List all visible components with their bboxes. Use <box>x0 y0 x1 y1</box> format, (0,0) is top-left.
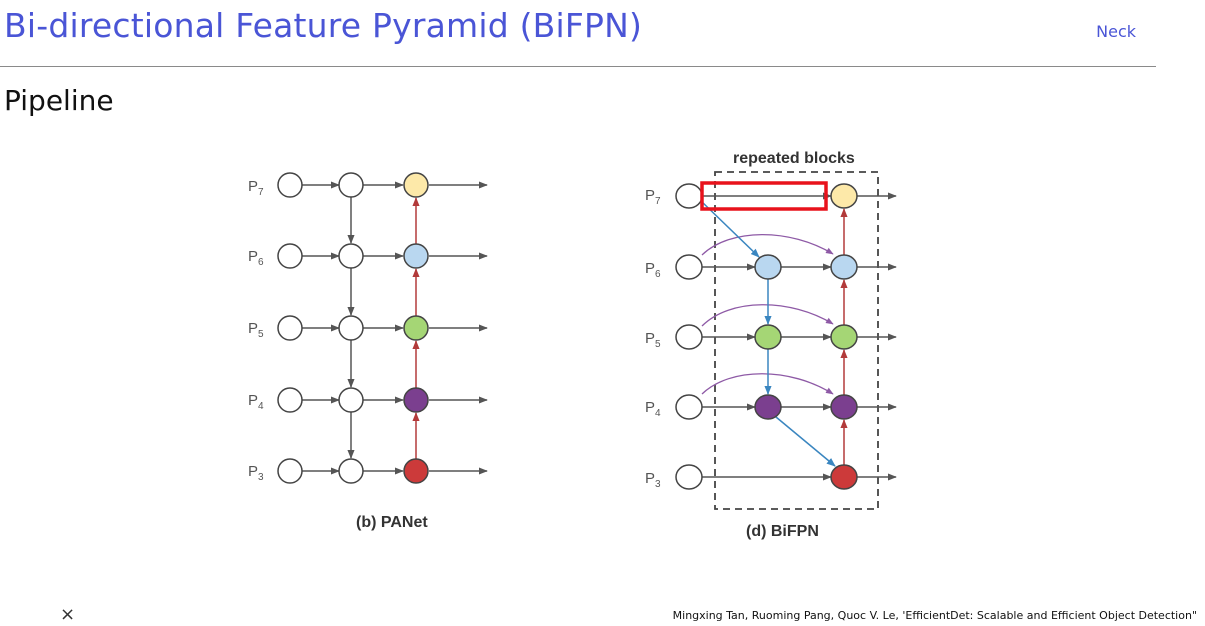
bifpn-top-down-arrow <box>775 416 836 467</box>
bifpn-skip-arrow <box>701 234 834 256</box>
bifpn-intermediate-node-p5 <box>754 324 782 350</box>
bifpn-input-node <box>675 464 703 490</box>
header-divider <box>0 66 1156 67</box>
bifpn-caption: (d) BiFPN <box>746 523 819 540</box>
panet-output-node-p4 <box>403 387 429 413</box>
close-icon[interactable]: × <box>60 604 76 625</box>
bifpn-input-node <box>675 183 703 209</box>
bifpn-input-node <box>675 394 703 420</box>
page-title: Bi-directional Feature Pyramid (BiFPN) <box>4 6 643 45</box>
bifpn-intermediate-node-p4 <box>754 394 782 420</box>
bifpn-output-node-p5 <box>830 324 858 350</box>
panet-input-node <box>277 243 303 269</box>
bifpn-output-node-p3 <box>830 464 858 490</box>
bifpn-input-node <box>675 324 703 350</box>
repeated-blocks-label: repeated blocks <box>733 150 855 167</box>
panet-input-node <box>277 315 303 341</box>
panet-input-node <box>277 458 303 484</box>
bifpn-output-node-p6 <box>830 254 858 280</box>
panet-output-node-p5 <box>403 315 429 341</box>
bifpn-level-label-p6: P6 <box>645 260 661 280</box>
panet-input-node <box>277 387 303 413</box>
panet-level-label-p3: P3 <box>248 463 264 483</box>
panet-intermediate-node <box>338 243 364 269</box>
bifpn-level-label-p4: P4 <box>645 399 661 419</box>
bifpn-level-label-p5: P5 <box>645 330 661 350</box>
bifpn-level-label-p3: P3 <box>645 470 661 490</box>
bifpn-input-node <box>675 254 703 280</box>
repeated-blocks-box <box>714 171 879 510</box>
panet-intermediate-node <box>338 458 364 484</box>
bifpn-skip-arrow <box>701 304 834 327</box>
panet-level-label-p4: P4 <box>248 392 264 412</box>
citation: Mingxing Tan, Ruoming Pang, Quoc V. Le, … <box>672 609 1197 622</box>
panet-level-label-p6: P6 <box>248 248 264 268</box>
panet-output-node-p7 <box>403 172 429 198</box>
panet-caption: (b) PANet <box>356 514 428 531</box>
section-tag: Neck <box>1096 22 1136 41</box>
highlight-box <box>700 181 828 211</box>
panet-output-node-p6 <box>403 243 429 269</box>
panet-intermediate-node <box>338 387 364 413</box>
bifpn-output-node-p7 <box>830 183 858 209</box>
bifpn-diagram: repeated blocks P7 P6 P5 P4 P3 <box>645 150 897 540</box>
panet-intermediate-node <box>338 315 364 341</box>
bifpn-skip-arrow <box>701 373 834 395</box>
bifpn-level-label-p7: P7 <box>645 187 661 207</box>
panet-output-node-p3 <box>403 458 429 484</box>
panet-level-label-p5: P5 <box>248 320 264 340</box>
panet-input-node <box>277 172 303 198</box>
panet-intermediate-node <box>338 172 364 198</box>
section-title: Pipeline <box>4 84 114 117</box>
panet-diagram: P7 P6 P5 P4 P3 <box>248 172 488 531</box>
bifpn-output-node-p4 <box>830 394 858 420</box>
panet-level-label-p7: P7 <box>248 178 264 198</box>
bifpn-intermediate-node-p6 <box>754 254 782 280</box>
